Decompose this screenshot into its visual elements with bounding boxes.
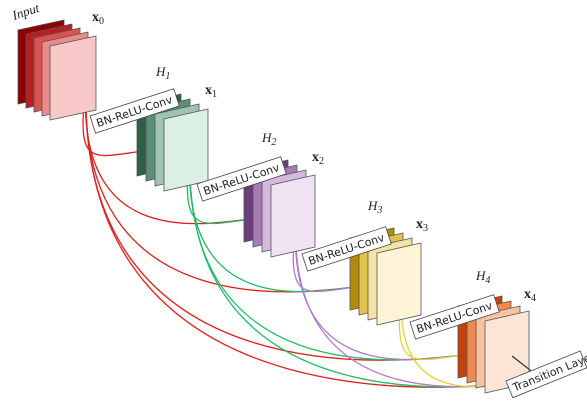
block-x0-sheet-4: [49, 35, 97, 121]
h1-label: H1: [155, 64, 170, 82]
block-x0: [17, 19, 97, 121]
x4-label: x4: [524, 287, 536, 304]
feature-map-blocks: [17, 19, 549, 394]
input-label: Input: [9, 0, 41, 23]
h3-label: H3: [367, 198, 382, 216]
block-x2-sheet-3: [270, 174, 316, 258]
x3-label: x3: [416, 217, 428, 234]
block-x1-sheet-3: [163, 108, 209, 192]
x0-label: x0: [92, 10, 104, 27]
h2-label: H2: [261, 130, 276, 148]
x1-label: x1: [205, 83, 217, 100]
x2-label: x2: [312, 150, 324, 167]
block-x2: [243, 159, 316, 258]
block-x3-sheet-3: [376, 242, 422, 326]
h4-label: H4: [475, 268, 490, 286]
